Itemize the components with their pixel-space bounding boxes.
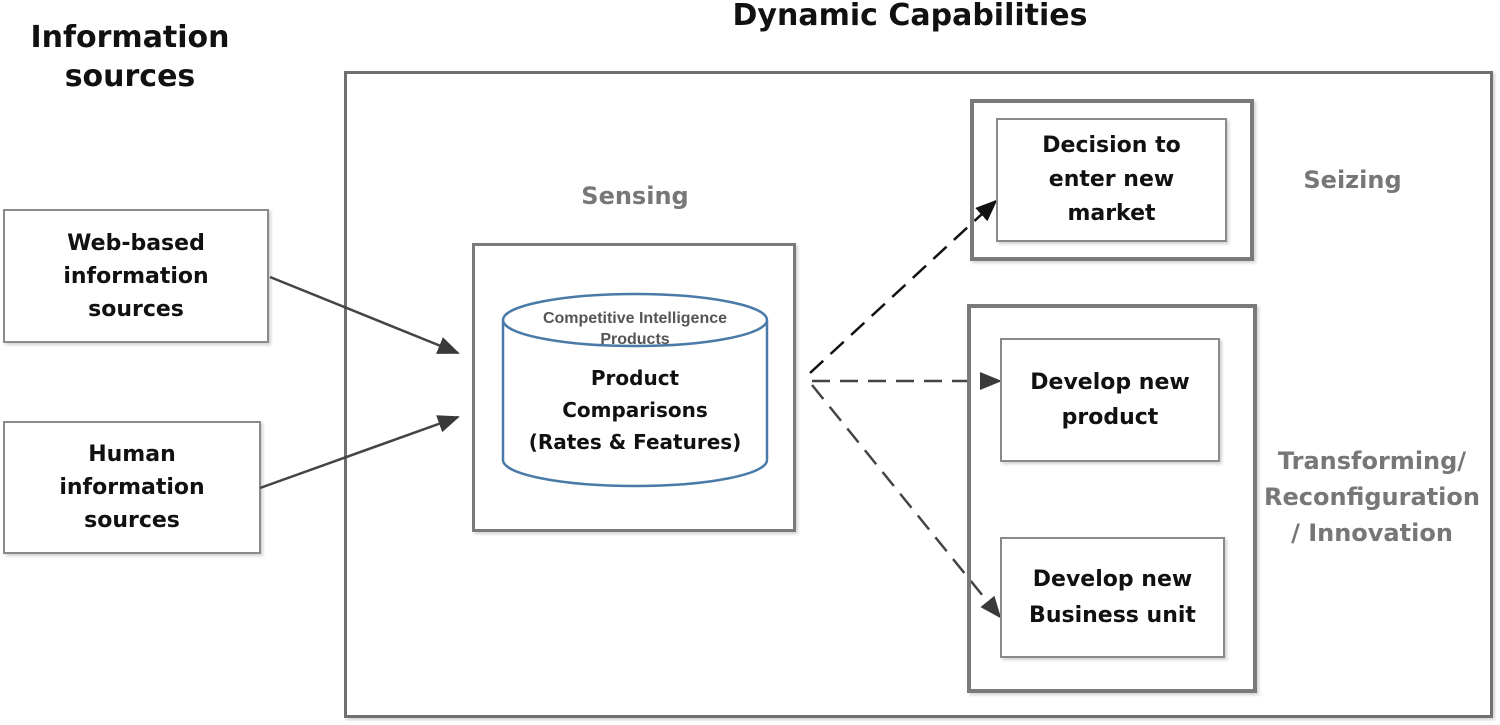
transforming-stage-label: Transforming/ Reconfiguration / Innovati… [1264, 447, 1480, 547]
sensing-stage-label: Sensing [581, 182, 689, 210]
sensing-box [472, 243, 796, 532]
database-cylinder-top [501, 292, 769, 348]
human-sources-label: Human information sources [59, 442, 205, 533]
develop-new-product-label: Develop new product [1030, 369, 1190, 430]
database-cylinder-body [501, 320, 769, 488]
web-based-sources-box: Web-based information sources [3, 209, 269, 343]
seizing-group-box [970, 99, 1254, 261]
web-based-sources-label: Web-based information sources [63, 230, 209, 322]
database-top-label: Competitive Intelligence Products [542, 310, 728, 348]
develop-new-business-unit-label: Develop new Business unit [1029, 567, 1196, 628]
database-cylinder [501, 292, 769, 488]
seizing-stage-label: Seizing [1303, 166, 1402, 194]
human-sources-box: Human information sources [3, 421, 261, 554]
connector-web-to-sensing [269, 275, 460, 355]
decision-enter-market-label: Decision to enter new market [1042, 132, 1181, 227]
dynamic-capabilities-heading: Dynamic Capabilities [732, 0, 1088, 33]
connector-sensing-to-business-unit [811, 384, 1002, 619]
information-sources-heading: Information sources [30, 20, 230, 94]
connector-sensing-to-decision [809, 199, 998, 374]
develop-new-product-box: Develop new product [1000, 338, 1220, 462]
decision-enter-market-box: Decision to enter new market [996, 118, 1227, 242]
develop-new-business-unit-box: Develop new Business unit [1000, 537, 1225, 658]
transforming-group-box [967, 304, 1257, 693]
database-body-label: Product Comparisons (Rates & Features) [528, 366, 742, 454]
connector-human-to-sensing [259, 415, 460, 490]
dynamic-capabilities-frame [344, 71, 1493, 718]
